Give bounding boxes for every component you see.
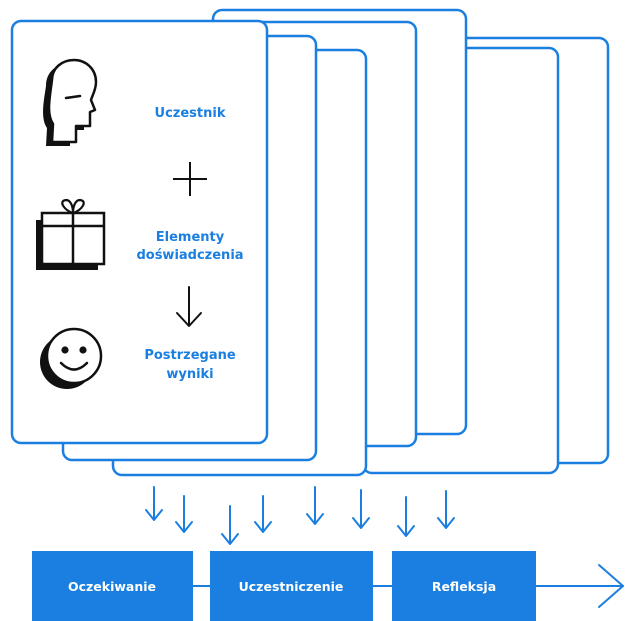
head-profile-icon <box>43 58 98 146</box>
elements-label-line2: doświadczenia <box>136 248 243 263</box>
transition-arrow <box>437 490 455 529</box>
transition-arrow <box>397 496 415 537</box>
stage-label: Refleksja <box>432 579 496 594</box>
participant-label: Uczestnik <box>155 106 226 121</box>
plus-icon <box>173 162 207 196</box>
outcomes-label-line1: Postrzegane <box>144 348 236 363</box>
stage-uczestniczenie: Uczestniczenie <box>210 551 373 621</box>
transition-arrow <box>175 495 193 533</box>
stage-oczekiwanie: Oczekiwanie <box>32 551 193 621</box>
transition-arrow <box>221 505 239 545</box>
transition-arrow <box>254 495 272 533</box>
stage-refleksja: Refleksja <box>392 551 536 621</box>
elements-label-line1: Elementy <box>156 230 225 245</box>
transition-arrow <box>145 486 163 521</box>
transition-arrows <box>145 486 455 545</box>
transition-arrow <box>352 489 370 529</box>
stage-label: Uczestniczenie <box>239 579 344 594</box>
stage-label: Oczekiwanie <box>68 579 156 594</box>
down-arrow-icon <box>176 286 202 327</box>
transition-arrow <box>306 486 324 525</box>
gift-box-icon <box>36 198 106 270</box>
outcomes-label-line2: wyniki <box>166 367 213 382</box>
smiley-face-icon <box>40 327 103 389</box>
